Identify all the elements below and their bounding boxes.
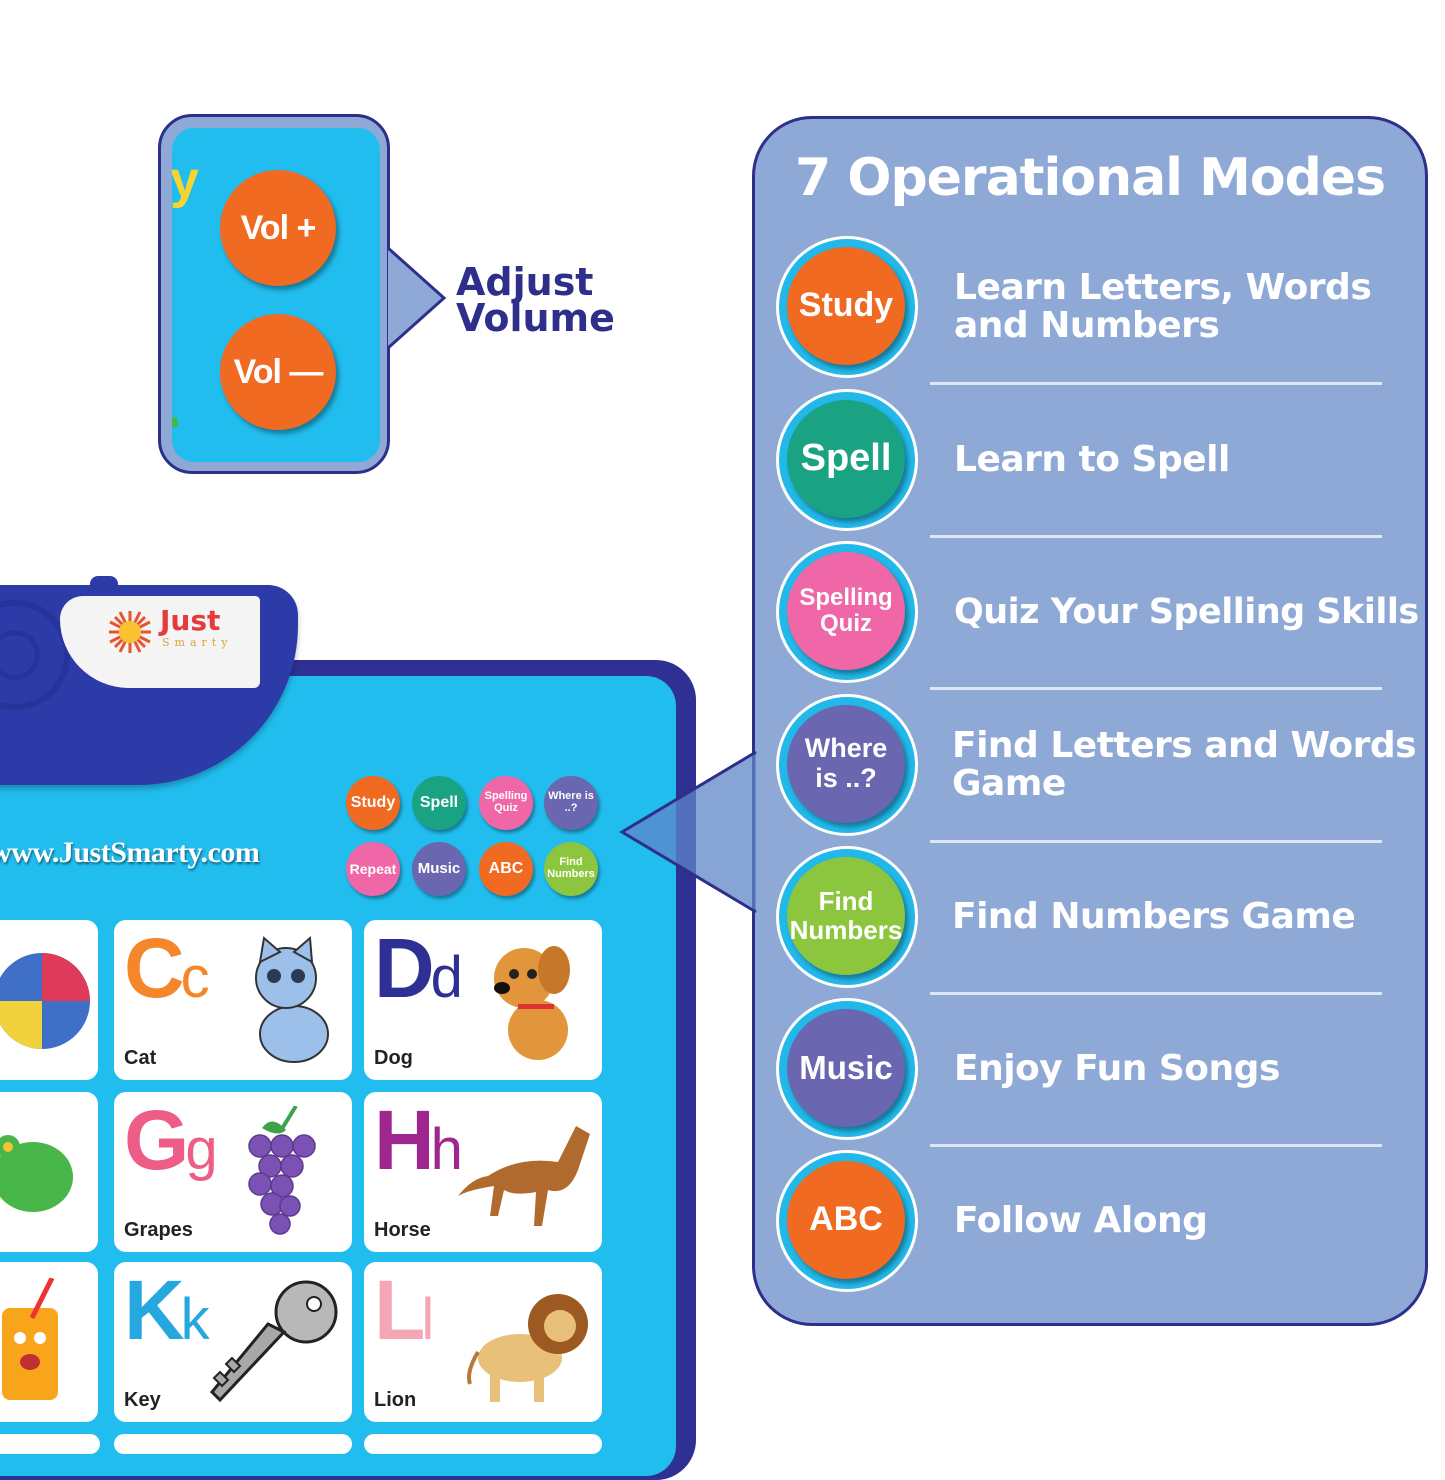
ball-icon <box>0 953 90 1049</box>
mode-description: Learn Letters, Words and Numbers <box>954 267 1372 346</box>
card-row-partial <box>364 1434 602 1454</box>
music-button[interactable]: Music <box>787 1009 905 1127</box>
mode-description: Find Numbers Game <box>952 896 1356 937</box>
card-word: Grapes <box>124 1219 193 1241</box>
lion-icon <box>467 1294 588 1402</box>
brand-subname: Smarty <box>162 636 233 649</box>
grapes-icon <box>248 1106 316 1235</box>
modes-title: 7 Operational Modes <box>794 148 1386 208</box>
find-numbers-button[interactable]: Find Numbers <box>787 857 905 975</box>
sun-logo-icon <box>109 611 151 653</box>
divider <box>930 1144 1382 1147</box>
volume-up-button[interactable]: Vol + <box>220 170 336 286</box>
poster-repeat-button[interactable]: Repeat <box>346 842 400 896</box>
divider <box>930 840 1382 843</box>
abc-button[interactable]: ABC <box>787 1161 905 1279</box>
juice-icon <box>2 1278 58 1400</box>
frog-icon <box>0 1135 73 1212</box>
volume-callout-pointer <box>388 246 447 350</box>
divider <box>930 382 1382 385</box>
spelling-quiz-button[interactable]: Spelling Quiz <box>787 552 905 670</box>
website-url: www.JustSmarty.com <box>0 836 260 869</box>
mode-description: Quiz Your Spelling Skills <box>954 592 1419 632</box>
card-grapes[interactable]: Gg Grapes <box>114 1092 352 1252</box>
brand-label <box>60 596 260 688</box>
mode-abc: ABC Follow Along <box>776 1150 1416 1300</box>
key-icon <box>209 1280 338 1403</box>
divider <box>930 535 1382 538</box>
mode-spelling-quiz: Spelling Quiz Quiz Your Spelling Skills <box>776 541 1419 691</box>
mode-description: Enjoy Fun Songs <box>954 1048 1280 1089</box>
mode-study: Study Learn Letters, Words and Numbers <box>776 236 1416 386</box>
where-is-button[interactable]: Where is ..? <box>787 705 905 823</box>
letter-upper: Dd <box>374 921 463 1015</box>
speaker-grill-inner <box>0 630 40 680</box>
letter-upper: Hh <box>374 1093 463 1187</box>
website-text: www.JustSmarty.com <box>0 836 260 870</box>
letter-upper: Kk <box>124 1263 210 1357</box>
adjust-volume-line1: Adjust <box>456 260 594 304</box>
card-word: Horse <box>374 1219 431 1241</box>
adjust-volume-label: Adjust Volume <box>456 260 615 340</box>
mode-where-is: Where is ..? Find Letters and Words Game <box>776 694 1417 844</box>
volume-down-button[interactable]: Vol — <box>220 314 336 430</box>
horse-icon <box>458 1126 590 1226</box>
partial-logo-letter: y <box>172 151 199 209</box>
card-dog[interactable]: Dd Dog <box>364 920 602 1080</box>
poster-where-is-button[interactable]: Where is ..? <box>544 776 598 830</box>
poster-study-button[interactable]: Study <box>346 776 400 830</box>
dog-icon <box>494 946 570 1060</box>
mode-description: Learn to Spell <box>954 439 1230 480</box>
card-horse[interactable]: Hh Horse <box>364 1092 602 1252</box>
letter-upper: Ll <box>374 1263 435 1357</box>
card-word: Dog <box>374 1047 413 1069</box>
mode-description: Find Letters and Words Game <box>952 725 1417 804</box>
card-cat[interactable]: Cc Cat <box>114 920 352 1080</box>
letter-upper: Gg <box>124 1093 218 1187</box>
letter-upper: Cc <box>124 921 210 1015</box>
poster-spell-button[interactable]: Spell <box>412 776 466 830</box>
cat-icon <box>255 935 329 1063</box>
brand-name: Just <box>160 604 221 637</box>
mode-music: Music Enjoy Fun Songs <box>776 998 1416 1148</box>
card-juice-partial[interactable] <box>0 1262 98 1422</box>
poster-music-button[interactable]: Music <box>412 842 466 896</box>
mode-find-numbers: Find Numbers Find Numbers Game <box>776 846 1416 996</box>
card-lion[interactable]: Ll Lion <box>364 1262 602 1422</box>
divider <box>930 992 1382 995</box>
card-row-partial <box>114 1434 352 1454</box>
card-ball-partial[interactable] <box>0 920 98 1080</box>
modes-callout-pointer <box>619 750 757 914</box>
card-key[interactable]: Kk Key <box>114 1262 352 1422</box>
study-button[interactable]: Study <box>787 247 905 365</box>
card-word: Lion <box>374 1389 417 1411</box>
card-word: Cat <box>124 1047 157 1069</box>
poster-abc-button[interactable]: ABC <box>479 842 533 896</box>
divider <box>930 687 1382 690</box>
mode-spell: Spell Learn to Spell <box>776 389 1416 539</box>
adjust-volume-line2: Volume <box>456 296 615 340</box>
card-row-partial <box>0 1434 100 1454</box>
poster-find-numbers-button[interactable]: Find Numbers <box>544 842 598 896</box>
poster-spelling-quiz-button[interactable]: Spelling Quiz <box>479 776 533 830</box>
card-frog-partial[interactable] <box>0 1092 98 1252</box>
card-word: Key <box>124 1389 161 1411</box>
spell-button[interactable]: Spell <box>787 400 905 518</box>
mode-description: Follow Along <box>954 1200 1208 1241</box>
